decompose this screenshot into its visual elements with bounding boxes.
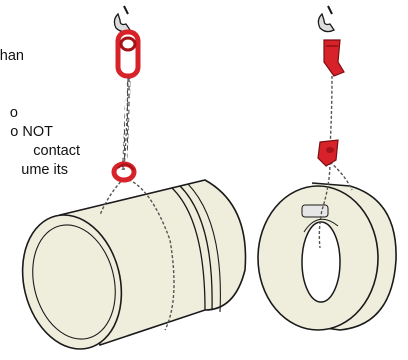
choker-hook-icon xyxy=(114,164,134,180)
cylinder-load xyxy=(9,180,246,360)
master-link-icon xyxy=(118,32,138,76)
ring-load xyxy=(258,183,396,330)
chain-sling-ring-lift xyxy=(258,6,396,330)
crane-hook-icon xyxy=(114,6,130,32)
crane-hook-icon xyxy=(318,6,334,32)
chain-sling-cylinder-lift xyxy=(9,6,246,360)
grab-hook-icon xyxy=(318,140,338,166)
sling-hook-icon xyxy=(324,40,344,76)
chain-upper-right xyxy=(330,76,332,148)
chain-upper-left xyxy=(124,78,128,170)
